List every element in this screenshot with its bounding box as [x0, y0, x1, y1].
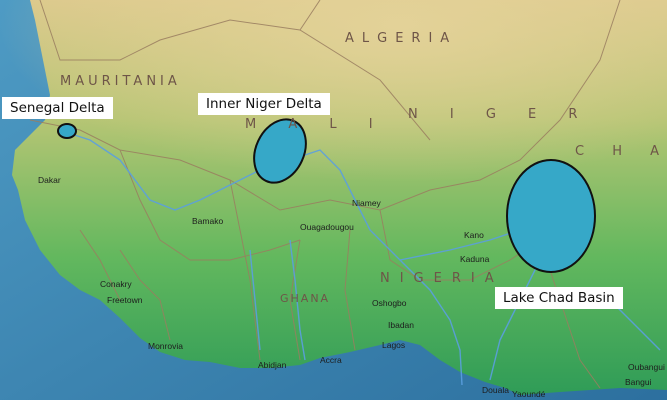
city-label-niamey: Niamey [352, 198, 382, 208]
lake-chad-basin-region [506, 159, 596, 273]
city-label-kano: Kano [464, 230, 484, 240]
city-label-abidjan: Abidjan [258, 360, 287, 370]
city-label-oubangui: Oubangui [628, 362, 665, 372]
city-label-conakry: Conakry [100, 279, 132, 289]
country-label-ghana: GHANA [280, 292, 330, 305]
rivers [64, 131, 661, 386]
city-label-kaduna: Kaduna [460, 254, 490, 264]
country-label-algeria: ALGERIA [345, 31, 457, 46]
city-label-accra: Accra [320, 355, 342, 365]
city-label-bangui: Bangui [625, 377, 652, 387]
country-borders [29, 0, 621, 389]
city-label-lagos: Lagos [382, 340, 405, 350]
callout-inner-niger-delta: Inner Niger Delta [198, 93, 330, 115]
senegal-delta-region [57, 123, 77, 139]
city-label-ouagadougou: Ouagadougou [300, 222, 354, 232]
callout-lake-chad-basin: Lake Chad Basin [495, 287, 623, 309]
city-label-oshogbo: Oshogbo [372, 298, 407, 308]
city-label-bamako: Bamako [192, 216, 223, 226]
city-label-freetown: Freetown [107, 295, 143, 305]
city-label-douala: Douala [482, 385, 509, 395]
callout-senegal-delta: Senegal Delta [2, 97, 113, 119]
country-label-chad: C H A D [575, 144, 667, 159]
bottom-strip [0, 400, 667, 410]
city-label-ibadan: Ibadan [388, 320, 414, 330]
city-label-dakar: Dakar [38, 175, 61, 185]
country-label-nigeria: NIGERIA [380, 271, 504, 286]
inner-niger-delta-region [253, 118, 307, 184]
country-label-mali: M A L I [245, 117, 387, 132]
city-label-yaounde: Yaoundé [512, 389, 546, 399]
country-label-mauritania: MAURITANIA [60, 74, 181, 89]
country-label-niger: N I G E R [408, 107, 591, 122]
city-label-monrovia: Monrovia [148, 341, 183, 351]
